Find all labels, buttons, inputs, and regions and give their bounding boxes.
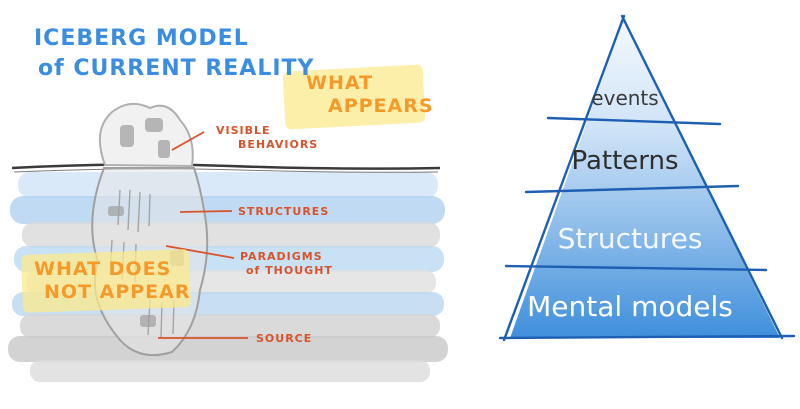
- iceberg-illustration: [8, 102, 448, 382]
- pyramid-divider-1: [546, 116, 722, 126]
- what-appears-line2: APPEARS: [328, 95, 434, 117]
- pyramid-outline-left: [502, 14, 626, 342]
- what-not-line1: WHAT DOES: [34, 258, 172, 280]
- visible-line2: BEHAVIORS: [238, 138, 319, 151]
- label-paradigms: PARADIGMS of THOUGHT: [240, 250, 333, 278]
- pyramid-body: [510, 18, 780, 338]
- pyramid-base: [498, 334, 796, 340]
- label-visible-behaviors: VISIBLE BEHAVIORS: [216, 124, 318, 152]
- paradigms-line1: PARADIGMS: [240, 250, 323, 263]
- pyramid-outline-right: [620, 14, 784, 340]
- pyramid-illustration: [498, 14, 796, 342]
- waterline: [11, 163, 441, 170]
- pyramid-divider-2: [524, 184, 740, 194]
- iceberg-tip: [98, 102, 194, 168]
- what-not-line2: NOT APPEAR: [44, 281, 191, 303]
- iceberg-title-line2: of CURRENT REALITY: [38, 56, 315, 81]
- label-source: SOURCE: [256, 332, 313, 345]
- paradigms-line2: of THOUGHT: [246, 264, 333, 277]
- pyramid-divider-3: [504, 264, 768, 272]
- pyramid-level-events: events: [591, 86, 659, 110]
- what-appears-line1: WHAT: [306, 72, 374, 94]
- iceberg-title-line1: ICEBERG MODEL: [34, 26, 249, 51]
- pointer-paradigms: [165, 245, 235, 259]
- label-structures: STRUCTURES: [238, 205, 330, 218]
- pyramid-level-patterns: Patterns: [571, 146, 679, 176]
- pyramid-level-structures: Structures: [557, 222, 703, 255]
- label-what-appears: WHAT APPEARS: [300, 72, 434, 118]
- label-what-does-not-appear: WHAT DOES NOT APPEAR: [34, 258, 191, 304]
- visible-line1: VISIBLE: [216, 124, 271, 137]
- pyramid-level-mental-models: Mental models: [527, 290, 733, 323]
- pointer-visible-behaviors: [171, 131, 205, 151]
- pointer-structures: [179, 210, 233, 213]
